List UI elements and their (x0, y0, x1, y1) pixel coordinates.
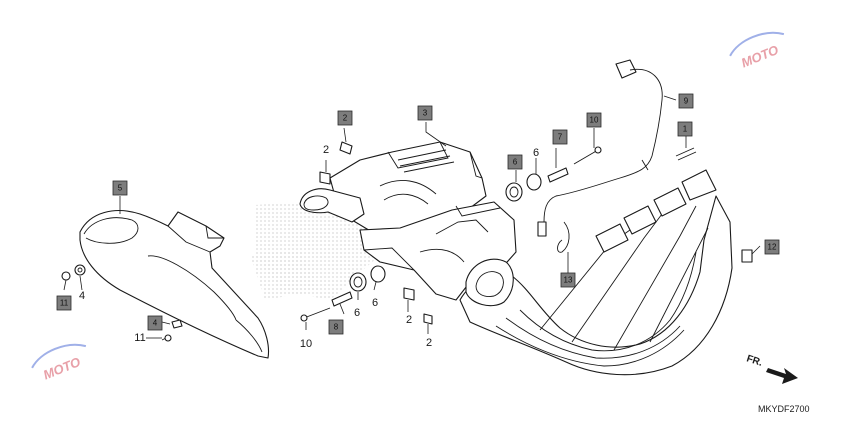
svg-text:4: 4 (153, 319, 158, 328)
nut-part-2d (423, 313, 433, 325)
grommet-part-6c (349, 272, 367, 292)
svg-text:6: 6 (513, 158, 518, 167)
callout-box-4: 4 (147, 315, 163, 331)
callout-2-top: 2 (323, 144, 329, 156)
watermark-bottom-left: MOTO (31, 343, 87, 382)
gasket-part-1 (675, 147, 695, 157)
callout-10-bottom: 10 (300, 338, 312, 350)
sensor-connector (615, 59, 637, 79)
callout-box-10: 10 (586, 112, 602, 128)
svg-text:1: 1 (683, 125, 688, 134)
boxed-callouts: 1 2 3 4 5 6 7 8 9 10 11 12 13 (56, 93, 780, 335)
o2-sensor (537, 59, 663, 237)
grommet-part-6b (526, 173, 542, 191)
svg-text:MOTO: MOTO (739, 42, 781, 70)
watermark-swoosh-icon (729, 31, 785, 57)
callout-4-left: 4 (79, 290, 85, 302)
collar-part-8 (331, 291, 353, 307)
bolt-part-10b (303, 307, 331, 319)
callout-6-lower-b: 6 (372, 297, 378, 309)
arrow-right-icon (766, 368, 798, 384)
bolt-part-12 (741, 249, 753, 263)
callout-box-12: 12 (764, 239, 780, 255)
callout-11-bottom: 11 (134, 332, 145, 344)
svg-text:8: 8 (334, 323, 339, 332)
front-direction-indicator: FR. (745, 353, 798, 384)
bolt-part-10a (573, 149, 599, 165)
callout-2-lower-a: 2 (406, 314, 412, 326)
callout-box-11: 11 (56, 295, 72, 311)
svg-text:12: 12 (768, 243, 777, 252)
callout-box-1: 1 (677, 121, 693, 137)
nut-part-11 (61, 271, 71, 281)
svg-text:11: 11 (60, 299, 69, 308)
watermark-top-right: MOTO (729, 31, 785, 70)
svg-text:9: 9 (684, 97, 689, 106)
callout-box-5: 5 (112, 180, 128, 196)
svg-text:3: 3 (423, 109, 428, 118)
washer-part-4b (171, 319, 183, 329)
front-direction-label: FR. (745, 353, 764, 369)
svg-text:13: 13 (564, 276, 573, 285)
exhaust-pipes (459, 195, 733, 376)
nut-part-2b (319, 171, 331, 185)
svg-text:10: 10 (590, 116, 599, 125)
callout-box-7: 7 (552, 129, 568, 145)
callout-box-8: 8 (328, 319, 344, 335)
callout-box-13: 13 (560, 272, 576, 288)
callout-2-lower-b: 2 (426, 337, 432, 349)
watermark-swoosh-icon (31, 343, 87, 369)
grommet-part-6a (505, 182, 523, 202)
grommet-part-6d (370, 265, 386, 283)
svg-text:MOTO: MOTO (41, 354, 83, 382)
callout-box-2: 2 (337, 110, 353, 126)
washer-part-4a (74, 264, 86, 276)
frame-silhouette (250, 200, 380, 300)
callout-box-6: 6 (507, 154, 523, 170)
svg-text:5: 5 (118, 184, 123, 193)
svg-text:7: 7 (558, 133, 563, 142)
header-flanges (595, 169, 717, 253)
collar-part-7 (547, 167, 569, 183)
plain-callouts: 2 6 4 11 10 6 6 2 2 (79, 144, 539, 350)
callout-box-9: 9 (678, 93, 694, 109)
clamp-part-13 (557, 221, 570, 253)
svg-text:2: 2 (343, 114, 348, 123)
callout-6-lower-a: 6 (354, 307, 360, 319)
callout-6-top: 6 (533, 147, 539, 159)
muffler (79, 210, 270, 359)
callout-box-3: 3 (417, 105, 433, 121)
diagram-code: MKYDF2700 (758, 404, 810, 414)
exhaust-cover (299, 141, 487, 233)
nut-part-2c (403, 287, 415, 301)
nut-part-2a (339, 141, 353, 155)
